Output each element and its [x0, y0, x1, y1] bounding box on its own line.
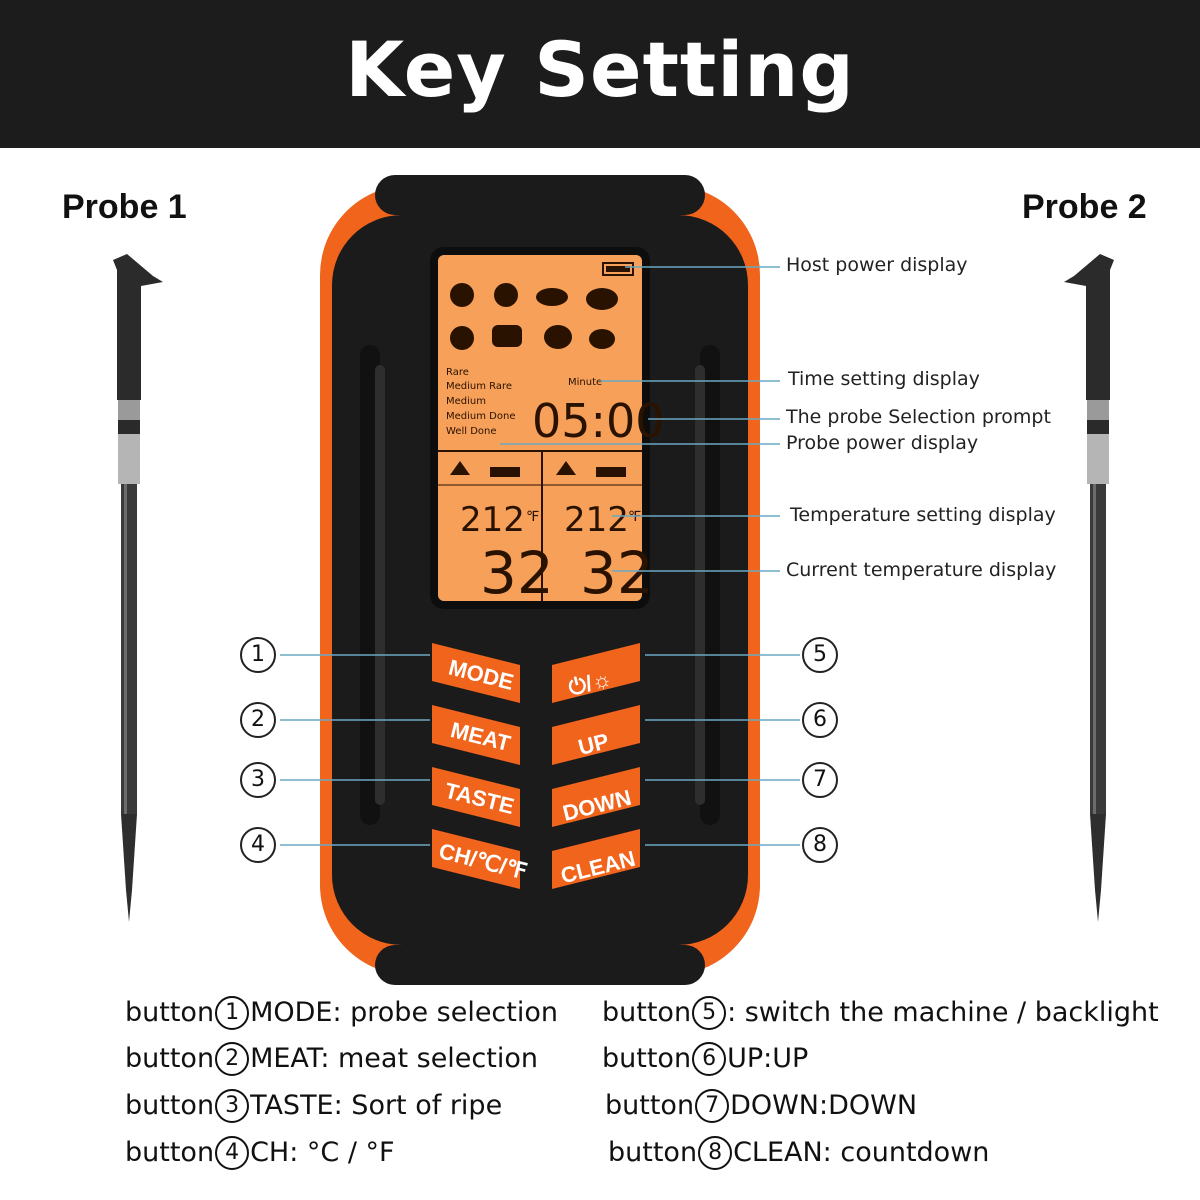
doneness-medium-rare: Medium Rare — [446, 381, 512, 392]
thermometer-device: Rare Medium Rare Medium Medium Done Well… — [320, 175, 760, 985]
battery-icon — [602, 262, 634, 276]
header-bar — [0, 0, 1200, 148]
meat-icons — [450, 283, 618, 350]
doneness-well-done: Well Done — [446, 426, 497, 437]
probe-power-icons — [450, 461, 626, 477]
set-temp-left: 212 — [460, 500, 525, 540]
set-temp-right: 212 — [564, 500, 629, 540]
number-8: 8 — [802, 827, 838, 863]
minute-label: Minute — [568, 377, 602, 388]
number-2: 2 — [240, 702, 276, 738]
probe-2-label: Probe 2 — [1022, 188, 1147, 226]
unit-left: ℉ — [526, 509, 539, 525]
doneness-medium: Medium — [446, 396, 486, 407]
callout-temp-setting: Temperature setting display — [790, 504, 1056, 526]
doneness-rare: Rare — [446, 367, 469, 378]
page-title: Key Setting — [345, 25, 855, 114]
time-readout: 05:00 — [532, 394, 665, 448]
up-button[interactable]: UP — [552, 705, 640, 765]
callout-time-setting: Time setting display — [788, 368, 980, 390]
current-temp-left: 32 — [480, 539, 554, 607]
probe-1-label: Probe 1 — [62, 188, 187, 226]
current-temp-right: 32 — [580, 539, 654, 607]
unit-right: ℉ — [628, 509, 641, 525]
probe-1-image — [113, 254, 163, 922]
callout-host-power: Host power display — [786, 254, 968, 276]
callout-probe-power: Probe power display — [786, 432, 979, 454]
callout-current-temp: Current temperature display — [786, 559, 1057, 581]
number-4: 4 — [240, 827, 276, 863]
callout-probe-selection: The probe Selection prompt — [786, 406, 1051, 428]
number-3: 3 — [240, 762, 276, 798]
doneness-medium-done: Medium Done — [446, 411, 515, 422]
number-6: 6 — [802, 702, 838, 738]
number-7: 7 — [802, 762, 838, 798]
meat-button[interactable]: MEAT — [432, 705, 520, 765]
mode-button[interactable]: MODE — [432, 643, 520, 703]
number-5: 5 — [802, 637, 838, 673]
probe-2-image — [1064, 254, 1114, 922]
number-1: 1 — [240, 637, 276, 673]
